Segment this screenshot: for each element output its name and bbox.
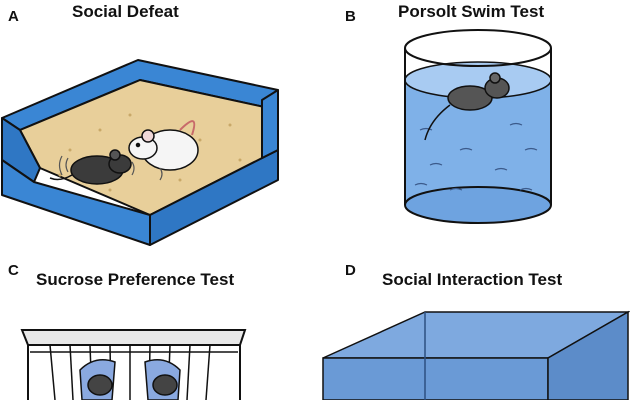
panel-letter-a: A — [8, 8, 19, 25]
panel-title-sucrose-preference-test: Sucrose Preference Test — [36, 270, 235, 289]
bedding-texture — [58, 113, 242, 192]
sucrose-cage — [20, 329, 247, 400]
panel-title-porsolt-swim-test: Porsolt Swim Test — [398, 2, 545, 21]
panel-title-social-defeat: Social Defeat — [72, 2, 179, 21]
swim-cylinder — [404, 29, 552, 224]
social-interaction-box — [322, 310, 630, 400]
white-mouse-icon — [128, 120, 199, 171]
motion-lines — [58, 155, 163, 181]
panel-title-social-interaction-test: Social Interaction Test — [382, 270, 563, 289]
panel-letter-b: B — [345, 8, 356, 25]
black-mouse-icon — [49, 149, 132, 185]
swimming-mouse-icon — [424, 72, 510, 141]
water-ripples — [414, 122, 538, 191]
panel-letter-d: D — [345, 262, 356, 279]
panel-letter-c: C — [8, 262, 19, 279]
sucrose-bottles — [79, 359, 181, 400]
